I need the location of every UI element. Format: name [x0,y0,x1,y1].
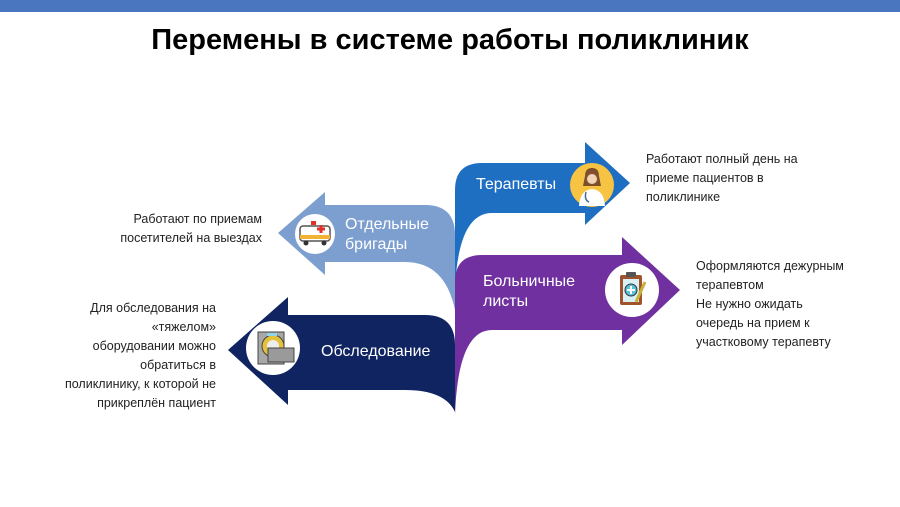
clipboard-icon [605,263,659,317]
description-line: приеме пациентов в [646,171,764,185]
description-bolnichnye: Оформляются дежурным терапевтом Не нужно… [696,257,844,352]
description-line: Работают полный день на [646,152,798,166]
ambulance-icon [295,214,335,254]
description-line: терапевтом [696,278,764,292]
label-obsledovanie: Обследование [321,343,431,360]
label-bolnichnye: Больничные листы [483,272,575,312]
description-line: «тяжелом» [151,320,216,334]
mri-scanner-icon [246,321,300,375]
arrow-bolnichnye [455,237,680,415]
description-line: прикреплён пациент [97,396,216,410]
label-line: Отдельные [345,216,429,233]
description-line: Работают по приемам [133,212,262,226]
label-brigady: Отдельные бригады [345,215,429,255]
description-brigady: Работают по приемам посетителей на выезд… [120,210,262,248]
description-line: Для обследования на [90,301,216,315]
label-line: листы [483,293,529,310]
description-terapevty: Работают полный день на приеме пациентов… [646,150,798,207]
label-line: бригады [345,236,408,253]
description-line: поликлинику, к которой не [64,377,216,391]
description-line: участковому терапевту [696,335,831,349]
page-title: Перемены в системе работы поликлиник [151,24,749,56]
description-line: оборудовании можно [92,339,216,353]
description-line: обратиться в [140,358,216,372]
label-line: Больничные [483,273,576,290]
description-line: Не нужно ожидать [696,297,803,311]
label-terapevty: Терапевты [476,176,557,193]
description-line: посетителей на выездах [120,231,262,245]
description-line: Оформляются дежурным [696,259,844,273]
description-line: очередь на прием к [696,316,810,330]
top-bar [0,0,900,12]
description-line: поликлинике [646,190,721,204]
doctor-icon [570,163,614,207]
description-obsledovanie: Для обследования на «тяжелом» оборудован… [65,299,216,413]
